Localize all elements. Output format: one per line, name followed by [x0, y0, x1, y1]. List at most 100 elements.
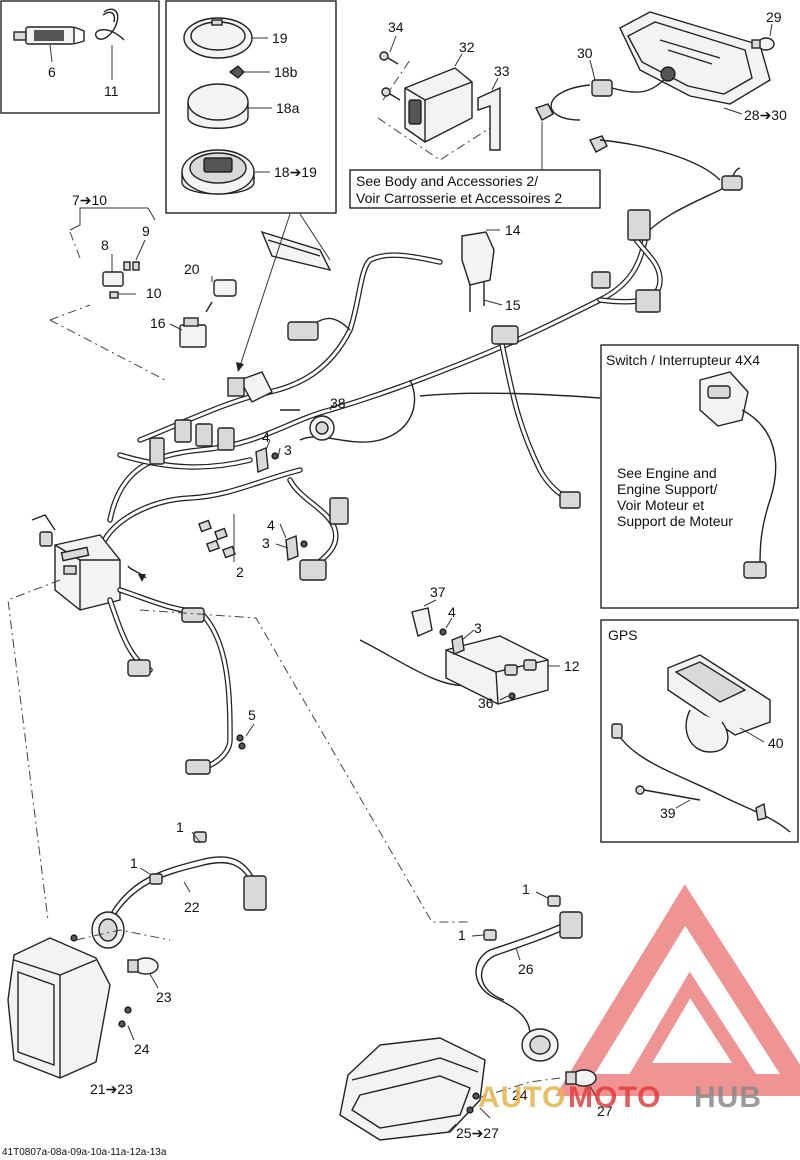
sensor-37 [411, 607, 433, 637]
bottom-connectors [299, 497, 349, 581]
callout-30: 30 [577, 45, 593, 61]
watermark-wordmark: AUTO MOTO HUB [478, 1081, 762, 1114]
gps-box-title: GPS [608, 627, 638, 643]
fuse-box [54, 534, 121, 611]
gps-cable-39 [611, 723, 791, 833]
callout-8: 8 [101, 237, 109, 253]
callout-19: 19 [272, 30, 288, 46]
switch-box-title: Switch / Interrupteur 4X4 [606, 352, 760, 368]
grommet-parts [535, 103, 608, 153]
module-bracket-group: 34 32 33 [377, 19, 510, 161]
callout-1c: 1 [522, 881, 530, 897]
bracket-12 [445, 635, 549, 705]
gauge-mount-harness [260, 230, 332, 272]
callout-2: 2 [236, 564, 244, 580]
callout-4a: 4 [262, 429, 270, 445]
main-wiring-harness [97, 167, 743, 581]
callout-22: 22 [184, 899, 200, 915]
switch-4x4-box: Switch / Interrupteur 4X4 See Engine and… [600, 344, 799, 609]
cluster-connector-30 [591, 66, 676, 97]
diagnostic-connector-20 [205, 279, 237, 313]
gauge-assembly-18-19 [181, 149, 255, 195]
callout-36: 36 [478, 695, 494, 711]
callout-3c: 3 [474, 620, 482, 636]
callout-5: 5 [248, 707, 256, 723]
support-bracket-group: 37 4 3 12 36 [411, 584, 580, 711]
body-ref-line-2: Voir Carrosserie et Accessoires 2 [356, 190, 562, 206]
bulb-socket-26 [521, 1028, 559, 1062]
watermark-auto: AUTO [478, 1081, 566, 1114]
callout-1b: 1 [130, 855, 138, 871]
callout-14: 14 [505, 222, 521, 238]
callout-9: 9 [142, 223, 150, 239]
callout-10: 10 [146, 285, 162, 301]
drawing-code: 41T0807a-08a-09a-10a-11a-12a-13a [2, 1147, 167, 1158]
fuse-holder-7-10 [102, 261, 140, 299]
callout-12: 12 [564, 658, 580, 674]
control-module-32 [404, 67, 473, 143]
callout-11: 11 [104, 83, 119, 99]
watermark-hub: HUB [694, 1081, 762, 1114]
right-headlight-group: 1 1 26 24 27 25➔27 [339, 881, 613, 1141]
callout-29: 29 [766, 9, 782, 25]
cable-tie-part [94, 8, 125, 41]
bulb-27 [565, 1069, 597, 1087]
callout-3b: 3 [262, 535, 270, 551]
fuse-box-group: 5 [31, 514, 256, 775]
gps-unit-40 [667, 654, 771, 753]
inset-box-gauge: 19 18b 18a 18➔19 [165, 0, 337, 214]
instrument-cluster-group: 29 30 28➔30 [577, 9, 787, 123]
engine-ref-line-4: Support de Moteur [617, 513, 733, 529]
bolt-34 [379, 51, 401, 101]
ignition-switch-38 [280, 409, 335, 441]
inset-box-sealant-tie: 6 11 [0, 0, 160, 114]
callout-1a: 1 [176, 819, 184, 835]
watermark-logo [555, 884, 800, 1096]
engine-ref-line-2: Engine Support/ [617, 481, 718, 497]
callout-27: 27 [597, 1103, 613, 1119]
watermark-moto: MOTO [568, 1081, 661, 1114]
callout-20: 20 [184, 261, 200, 277]
callout-28-30: 28➔30 [744, 107, 787, 123]
callout-18a: 18a [276, 100, 300, 116]
headlight-housing-25 [339, 1037, 486, 1141]
callout-18-19: 18➔19 [274, 164, 317, 180]
callout-24a: 24 [134, 1041, 150, 1057]
gauge-leader-lines [236, 213, 331, 372]
4x4-switch-part [699, 371, 777, 579]
callout-18b: 18b [274, 64, 298, 80]
callout-38: 38 [330, 395, 346, 411]
bulb-23 [127, 957, 159, 975]
callout-1d: 1 [458, 927, 466, 943]
callout-3a: 3 [284, 442, 292, 458]
left-headlight-group: 1 1 22 23 24 21➔23 [7, 819, 267, 1097]
gauge-cover-18a [187, 83, 249, 129]
callout-32: 32 [459, 39, 475, 55]
callout-24b: 24 [512, 1087, 528, 1103]
callout-25-27: 25➔27 [456, 1125, 499, 1141]
terminal-parts [198, 447, 308, 561]
body-ref-line-1: See Body and Accessories 2/ [356, 173, 538, 189]
callout-40: 40 [768, 735, 784, 751]
fuse-box-main [227, 371, 273, 403]
cluster-housing-28-30 [619, 11, 771, 105]
callout-34: 34 [388, 19, 404, 35]
callout-6: 6 [48, 64, 56, 80]
headlight-housing-21 [7, 937, 111, 1079]
callout-21-23: 21➔23 [90, 1081, 133, 1097]
gps-box: GPS 40 39 [600, 619, 799, 843]
engine-ref-line-3: Voir Moteur et [617, 497, 704, 513]
callout-4c: 4 [448, 604, 456, 620]
main-harness-callouts: 7➔10 8 9 10 20 16 14 15 38 4 3 4 3 2 [49, 192, 521, 580]
sealant-tube-part [13, 26, 85, 45]
gauge-bezel-19 [183, 17, 253, 59]
callout-4b: 4 [267, 517, 275, 533]
relay-connector-16 [179, 317, 207, 348]
callout-7-10: 7➔10 [72, 192, 107, 208]
bulb-socket-22 [91, 911, 125, 949]
right-side-connectors [559, 209, 661, 509]
engine-ref-line-1: See Engine and [617, 465, 717, 481]
callout-33: 33 [494, 63, 510, 79]
inline-connector [287, 175, 743, 345]
bulb-29 [751, 37, 775, 51]
